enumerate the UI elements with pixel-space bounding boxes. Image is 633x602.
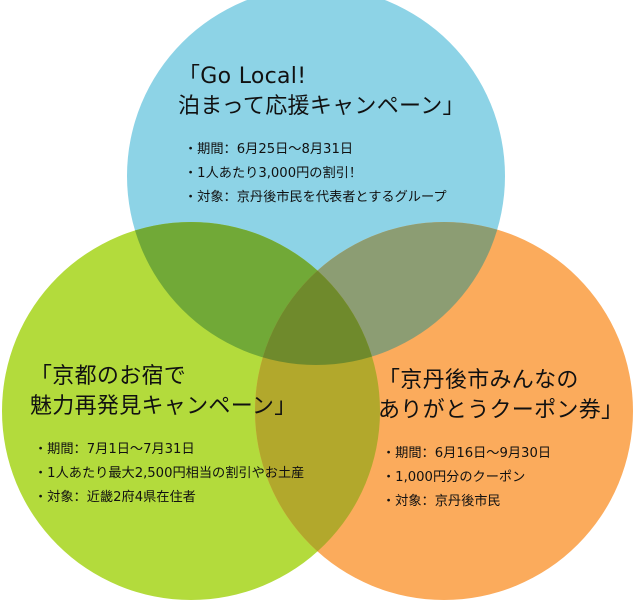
title-line: 「京丹後市みんなの [378, 368, 579, 393]
detail-benefit: ・1人あたり最大2,500円相当の割引やお土産 [34, 466, 305, 481]
title-line: 「Go Local! [178, 64, 307, 89]
campaign-title: 「京丹後市みんなの ありがとうクーポン券」 [378, 366, 623, 426]
title-line: ありがとうクーポン券」 [378, 398, 624, 423]
detail-target: ・対象：近畿2府4県在住者 [34, 490, 196, 505]
detail-benefit: ・1,000円分のクーポン [382, 470, 526, 485]
campaign-kyoto-inn: 「京都のお宿で 魅力再発見キャンペーン」 ・期間：7月1日～7月31日 ・1人あ… [30, 362, 304, 510]
detail-period: ・期間：6月25日～8月31日 [184, 142, 354, 157]
campaign-coupon: 「京丹後市みんなの ありがとうクーポン券」 ・期間：6月16日～9月30日 ・1… [378, 366, 623, 514]
campaign-title: 「京都のお宿で 魅力再発見キャンペーン」 [30, 362, 304, 422]
campaign-details: ・期間：6月16日～9月30日 ・1,000円分のクーポン ・対象：京丹後市民 [382, 442, 623, 514]
campaign-title: 「Go Local! 泊まって応援キャンペーン」 [178, 62, 465, 122]
campaign-details: ・期間：6月25日～8月31日 ・1人あたり3,000円の割引！ ・対象：京丹後… [184, 138, 465, 210]
detail-period: ・期間：7月1日～7月31日 [34, 442, 195, 457]
title-line: 「京都のお宿で [30, 364, 187, 389]
campaign-go-local: 「Go Local! 泊まって応援キャンペーン」 ・期間：6月25日～8月31日… [178, 62, 465, 210]
detail-period: ・期間：6月16日～9月30日 [382, 446, 552, 461]
detail-benefit: ・1人あたり3,000円の割引！ [184, 166, 363, 181]
center-overlap [255, 222, 380, 365]
title-line: 泊まって応援キャンペーン」 [178, 94, 465, 119]
campaign-details: ・期間：7月1日～7月31日 ・1人あたり最大2,500円相当の割引やお土産 ・… [34, 438, 304, 510]
title-line: 魅力再発見キャンペーン」 [30, 394, 297, 419]
detail-target: ・対象：京丹後市民 [382, 494, 501, 509]
detail-target: ・対象：京丹後市民を代表者とするグループ [184, 190, 447, 205]
